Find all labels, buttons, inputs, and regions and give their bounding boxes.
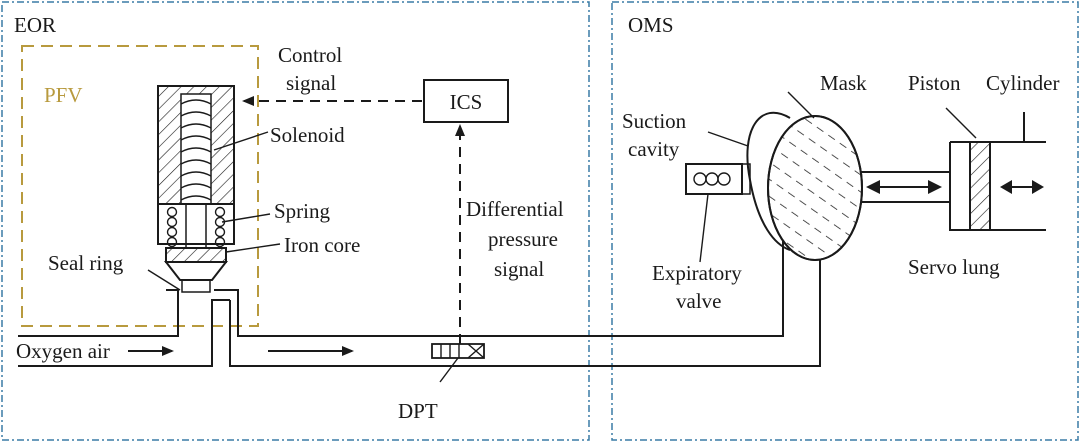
mask [707,91,863,261]
seal-ring-label: Seal ring [48,251,124,275]
oms-region-box [611,1,1079,441]
solenoid-leader [213,131,269,151]
ics-label: ICS [450,90,483,114]
dpt-sensor [431,343,485,383]
oxygen-air-label: Oxygen air [16,339,110,363]
servo-lung-label: Servo lung [908,255,1000,279]
eor-region-box [1,1,590,441]
control-signal-label-2: signal [286,71,336,95]
eor-label: EOR [14,13,56,37]
expiratory-valve [685,163,751,263]
suction-cavity-label-2: cavity [628,137,680,161]
pipe-network [18,160,821,367]
spring-label: Spring [274,199,331,223]
solenoid-label: Solenoid [270,123,345,147]
differential-label-3: signal [494,257,544,281]
pfv-box [21,45,259,327]
mask-label: Mask [820,71,867,95]
iron-core-leader [225,243,281,253]
control-signal-label-1: Control [278,43,342,67]
cylinder-label: Cylinder [986,71,1060,95]
oms-label: OMS [628,13,674,37]
solenoid-valve [157,85,235,293]
expiratory-valve-label-2: valve [676,289,721,313]
piston-label: Piston [908,71,961,95]
iron-core-label: Iron core [284,233,360,257]
differential-label-2: pressure [488,227,558,251]
suction-cavity-label-1: Suction [622,109,687,133]
ics-box [423,79,509,123]
expiratory-valve-label-1: Expiratory [652,261,742,285]
dpt-label: DPT [398,399,438,423]
pfv-label: PFV [44,83,83,107]
spring-leader [221,213,271,223]
differential-label-1: Differential [466,197,564,221]
servo-lung [861,107,1046,231]
